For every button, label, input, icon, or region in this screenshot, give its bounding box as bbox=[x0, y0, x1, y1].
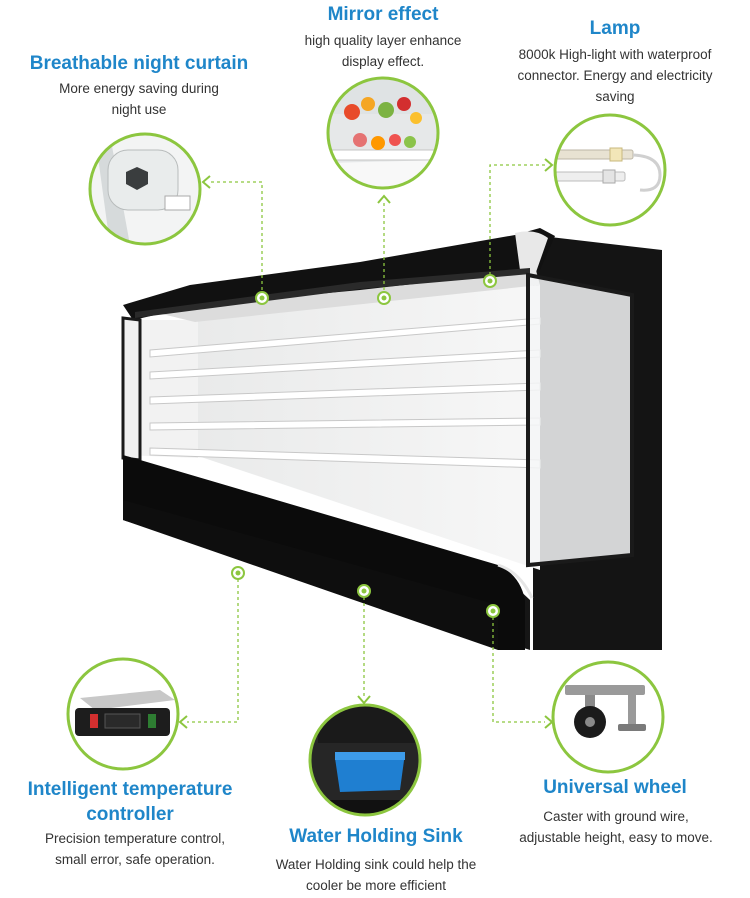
mirror-effect-title: Mirror effect bbox=[327, 4, 439, 25]
wheel-desc-line-2: adjustable height, easy to move. bbox=[519, 830, 713, 845]
connector-lines bbox=[187, 164, 545, 723]
controller-title-line-1: Intelligent temperature bbox=[27, 779, 233, 800]
temperature-controller-title: Intelligent temperature controller bbox=[4, 777, 256, 827]
breathable-desc-line-1: More energy saving during bbox=[59, 81, 219, 96]
universal-wheel-title: Universal wheel bbox=[543, 777, 687, 798]
temperature-controller-description: Precision temperature control, small err… bbox=[4, 828, 266, 870]
led-lamp-closeup bbox=[553, 113, 667, 227]
controller-title-line-2: controller bbox=[86, 804, 174, 825]
breathable-desc-line-2: night use bbox=[111, 102, 167, 117]
display-cabinet bbox=[121, 228, 662, 650]
sink-desc-line-2: cooler be more efficient bbox=[305, 878, 447, 893]
night-curtain-closeup bbox=[88, 132, 202, 246]
controller-desc-line-1: Precision temperature control, bbox=[44, 831, 226, 846]
hotspot-markers bbox=[231, 274, 500, 618]
temperature-controller-closeup bbox=[66, 657, 180, 771]
lamp-title: Lamp bbox=[589, 18, 641, 39]
lamp-desc-line-2: connector. Energy and electricity bbox=[517, 68, 713, 83]
lamp-desc-line-3: saving bbox=[595, 89, 635, 104]
water-sink-description: Water Holding sink could help the cooler… bbox=[251, 854, 501, 896]
wheel-desc-line-1: Caster with ground wire, bbox=[543, 809, 689, 824]
mirror-effect-description: high quality layer enhance display effec… bbox=[263, 30, 503, 72]
water-sink-title: Water Holding Sink bbox=[289, 826, 463, 847]
connector-arrows bbox=[178, 158, 554, 729]
water-sink-closeup bbox=[308, 703, 422, 817]
lamp-description: 8000k High-light with waterproof connect… bbox=[500, 44, 730, 107]
breathable-curtain-title: Breathable night curtain bbox=[29, 53, 249, 74]
mirror-shelf-closeup bbox=[326, 76, 440, 190]
mirror-desc-line-1: high quality layer enhance bbox=[304, 33, 462, 48]
universal-wheel-description: Caster with ground wire, adjustable heig… bbox=[500, 806, 732, 848]
breathable-curtain-description: More energy saving during night use bbox=[14, 78, 264, 120]
mirror-desc-line-2: display effect. bbox=[341, 54, 425, 69]
controller-desc-line-2: small error, safe operation. bbox=[55, 852, 215, 867]
sink-desc-line-1: Water Holding sink could help the bbox=[275, 857, 477, 872]
lamp-desc-line-1: 8000k High-light with waterproof bbox=[518, 47, 712, 62]
caster-wheel-closeup bbox=[551, 660, 665, 774]
